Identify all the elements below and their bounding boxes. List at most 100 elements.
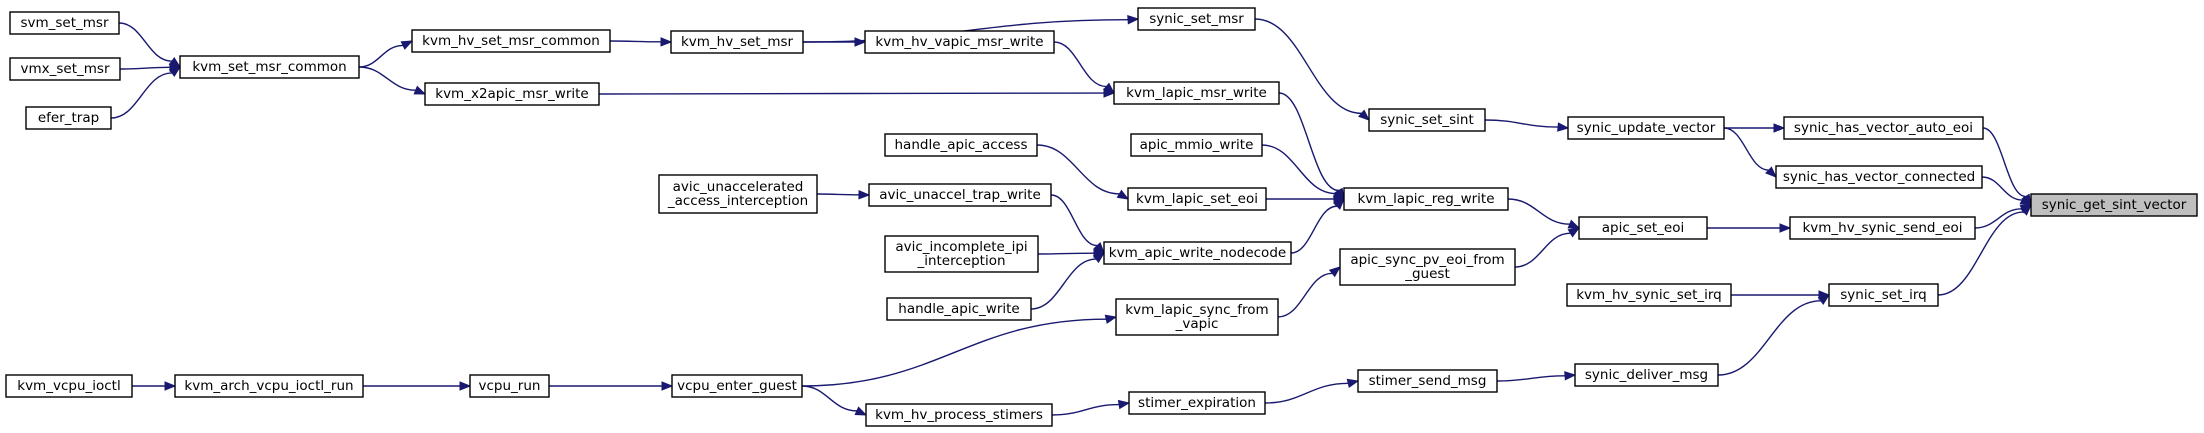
node-kvm-set-msr-common[interactable]: kvm_set_msr_common: [179, 55, 360, 79]
node-vcpu-enter-guest[interactable]: vcpu_enter_guest: [671, 374, 803, 398]
node-label: kvm_hv_set_msr: [681, 34, 794, 50]
node-synic-has-vector-connected[interactable]: synic_has_vector_connected: [1775, 165, 1983, 189]
node-label: apic_mmio_write: [1140, 137, 1254, 153]
node-box: [1127, 187, 1267, 211]
edge-line: [1278, 92, 1339, 192]
node-vcpu-run[interactable]: vcpu_run: [469, 374, 550, 398]
node-stimer-expiration[interactable]: stimer_expiration: [1128, 391, 1266, 415]
node-box: [884, 133, 1038, 157]
node-box: [1343, 187, 1509, 211]
edge-line: [1030, 258, 1097, 310]
edge-line: [119, 66, 171, 70]
edge-arrowhead: [1346, 378, 1360, 389]
node-label: synic_set_msr: [1149, 11, 1244, 27]
node-kvm-hv-set-msr-common[interactable]: kvm_hv_set_msr_common: [411, 29, 611, 53]
call-edge-stimer-expiration-to-stimer-send-msg: [1264, 378, 1360, 404]
node-box: [5, 374, 133, 398]
edge-line: [801, 385, 857, 412]
node-box: [411, 29, 611, 53]
node-synic-has-vector-auto-eoi[interactable]: synic_has_vector_auto_eoi: [1783, 116, 1984, 140]
node-label: vmx_set_msr: [21, 61, 110, 77]
node-stimer-send-msg[interactable]: stimer_send_msg: [1357, 369, 1498, 393]
node-apic-sync-pv-eoi-from-guest[interactable]: apic_sync_pv_eoi_from_guest: [1339, 248, 1516, 286]
node-box: [9, 11, 120, 35]
call-edge-kvm-lapic-reg-write-to-apic-set-eoi: [1507, 198, 1581, 229]
edge-line: [1981, 176, 2023, 201]
node-apic-mmio-write[interactable]: apic_mmio_write: [1130, 133, 1263, 157]
node-kvm-hv-vapic-msr-write[interactable]: kvm_hv_vapic_msr_write: [864, 30, 1055, 54]
node-handle-apic-access[interactable]: handle_apic_access: [884, 133, 1038, 157]
call-edge-vcpu-enter-guest-to-kvm-hv-process-stimers: [801, 385, 868, 416]
edge-arrowhead: [459, 381, 472, 391]
node-vmx-set-msr[interactable]: vmx_set_msr: [9, 57, 121, 81]
call-edge-synic-update-vector-to-synic-has-vector-connected: [1723, 127, 1777, 178]
edge-line: [609, 40, 662, 43]
edge-line: [1277, 272, 1333, 318]
node-label: apic_sync_pv_eoi_from: [1350, 252, 1504, 268]
node-synic-set-msr[interactable]: synic_set_msr: [1137, 7, 1256, 31]
node-label: synic_set_irq: [1840, 287, 1927, 303]
node-label: kvm_set_msr_common: [192, 59, 346, 75]
node-kvm-hv-process-stimers[interactable]: kvm_hv_process_stimers: [865, 403, 1053, 427]
node-label: _guest: [1404, 266, 1450, 282]
edge-arrowhead: [1117, 399, 1131, 410]
call-edge-efer-trap-to-kvm-set-msr-common: [110, 66, 182, 119]
call-nodes: synic_get_sint_vector synic_has_vector_au…: [5, 7, 2198, 427]
call-edges: [110, 14, 2033, 416]
node-handle-apic-write[interactable]: handle_apic_write: [886, 297, 1032, 321]
edge-arrowhead: [1092, 252, 1106, 264]
edge-line: [1514, 232, 1571, 268]
node-kvm-lapic-reg-write[interactable]: kvm_lapic_reg_write: [1343, 187, 1509, 211]
edge-line: [1264, 382, 1349, 404]
call-edge-apic-mmio-write-to-kvm-lapic-reg-write: [1261, 144, 1346, 200]
call-edge-avic-unaccel-trap-write-to-kvm-apic-write-nodecode: [1050, 194, 1105, 254]
node-box: [1578, 216, 1708, 240]
call-edge-kvm-arch-vcpu-ioctl-run-to-vcpu-run: [363, 381, 472, 391]
node-label: kvm_arch_vcpu_ioctl_run: [184, 378, 353, 394]
node-kvm-lapic-msr-write[interactable]: kvm_lapic_msr_write: [1113, 81, 1280, 105]
node-kvm-arch-vcpu-ioctl-run[interactable]: kvm_arch_vcpu_ioctl_run: [174, 374, 364, 398]
node-kvm-lapic-set-eoi[interactable]: kvm_lapic_set_eoi: [1127, 187, 1267, 211]
node-label: efer_trap: [38, 110, 99, 126]
node-efer-trap[interactable]: efer_trap: [25, 106, 112, 130]
edge-line: [1254, 18, 1362, 115]
edge-line: [1982, 127, 2026, 198]
node-apic-set-eoi[interactable]: apic_set_eoi: [1578, 216, 1708, 240]
node-kvm-x2apic-msr-write[interactable]: kvm_x2apic_msr_write: [424, 82, 600, 106]
node-avic-unaccel-trap-write[interactable]: avic_unaccel_trap_write: [868, 183, 1052, 207]
node-kvm-apic-write-nodecode[interactable]: kvm_apic_write_nodecode: [1103, 241, 1292, 265]
node-avic-incomplete-ipi-interception[interactable]: avic_incomplete_ipi_interception: [884, 235, 1039, 273]
node-box: [670, 30, 804, 54]
node-label: _vapic: [1175, 316, 1219, 332]
node-label: kvm_hv_set_msr_common: [422, 33, 600, 49]
node-synic-update-vector[interactable]: synic_update_vector: [1567, 116, 1725, 140]
node-synic-set-sint[interactable]: synic_set_sint: [1368, 108, 1486, 132]
node-kvm-hv-synic-send-eoi[interactable]: kvm_hv_synic_send_eoi: [1789, 216, 1976, 240]
node-box: [868, 183, 1052, 207]
edge-arrowhead: [1557, 122, 1570, 132]
node-box: [469, 374, 550, 398]
node-kvm-hv-synic-set-irq[interactable]: kvm_hv_synic_set_irq: [1566, 283, 1732, 307]
call-edge-synic-update-vector-to-synic-has-vector-auto-eoi: [1723, 123, 1786, 133]
node-synic-deliver-msg[interactable]: synic_deliver_msg: [1574, 363, 1719, 387]
node-label: vcpu_enter_guest: [677, 378, 797, 394]
call-edge-kvm-hv-process-stimers-to-stimer-expiration: [1051, 399, 1131, 416]
node-synic-get-sint-vector[interactable]: synic_get_sint_vector: [2030, 193, 2198, 217]
node-kvm-vcpu-ioctl[interactable]: kvm_vcpu_ioctl: [5, 374, 133, 398]
node-box: [1130, 133, 1263, 157]
edge-line: [1937, 211, 2024, 296]
node-label: kvm_x2apic_msr_write: [435, 86, 588, 102]
node-label: avic_unaccel_trap_write: [879, 187, 1041, 203]
node-box: [864, 30, 1055, 54]
node-kvm-lapic-sync-from-vapic[interactable]: kvm_lapic_sync_from_vapic: [1115, 298, 1279, 336]
node-label: stimer_send_msg: [1369, 373, 1487, 389]
node-label: kvm_hv_process_stimers: [875, 407, 1043, 423]
node-avic-unaccelerated-access-interception[interactable]: avic_unaccelerated_access_interception: [658, 174, 818, 214]
call-edge-kvm-hv-set-msr-common-to-kvm-hv-set-msr: [609, 37, 673, 47]
node-box: [2030, 193, 2198, 217]
node-svm-set-msr[interactable]: svm_set_msr: [9, 11, 120, 35]
node-synic-set-irq[interactable]: synic_set_irq: [1828, 283, 1939, 307]
node-kvm-hv-set-msr[interactable]: kvm_hv_set_msr: [670, 30, 804, 54]
edge-arrowhead: [854, 406, 868, 416]
